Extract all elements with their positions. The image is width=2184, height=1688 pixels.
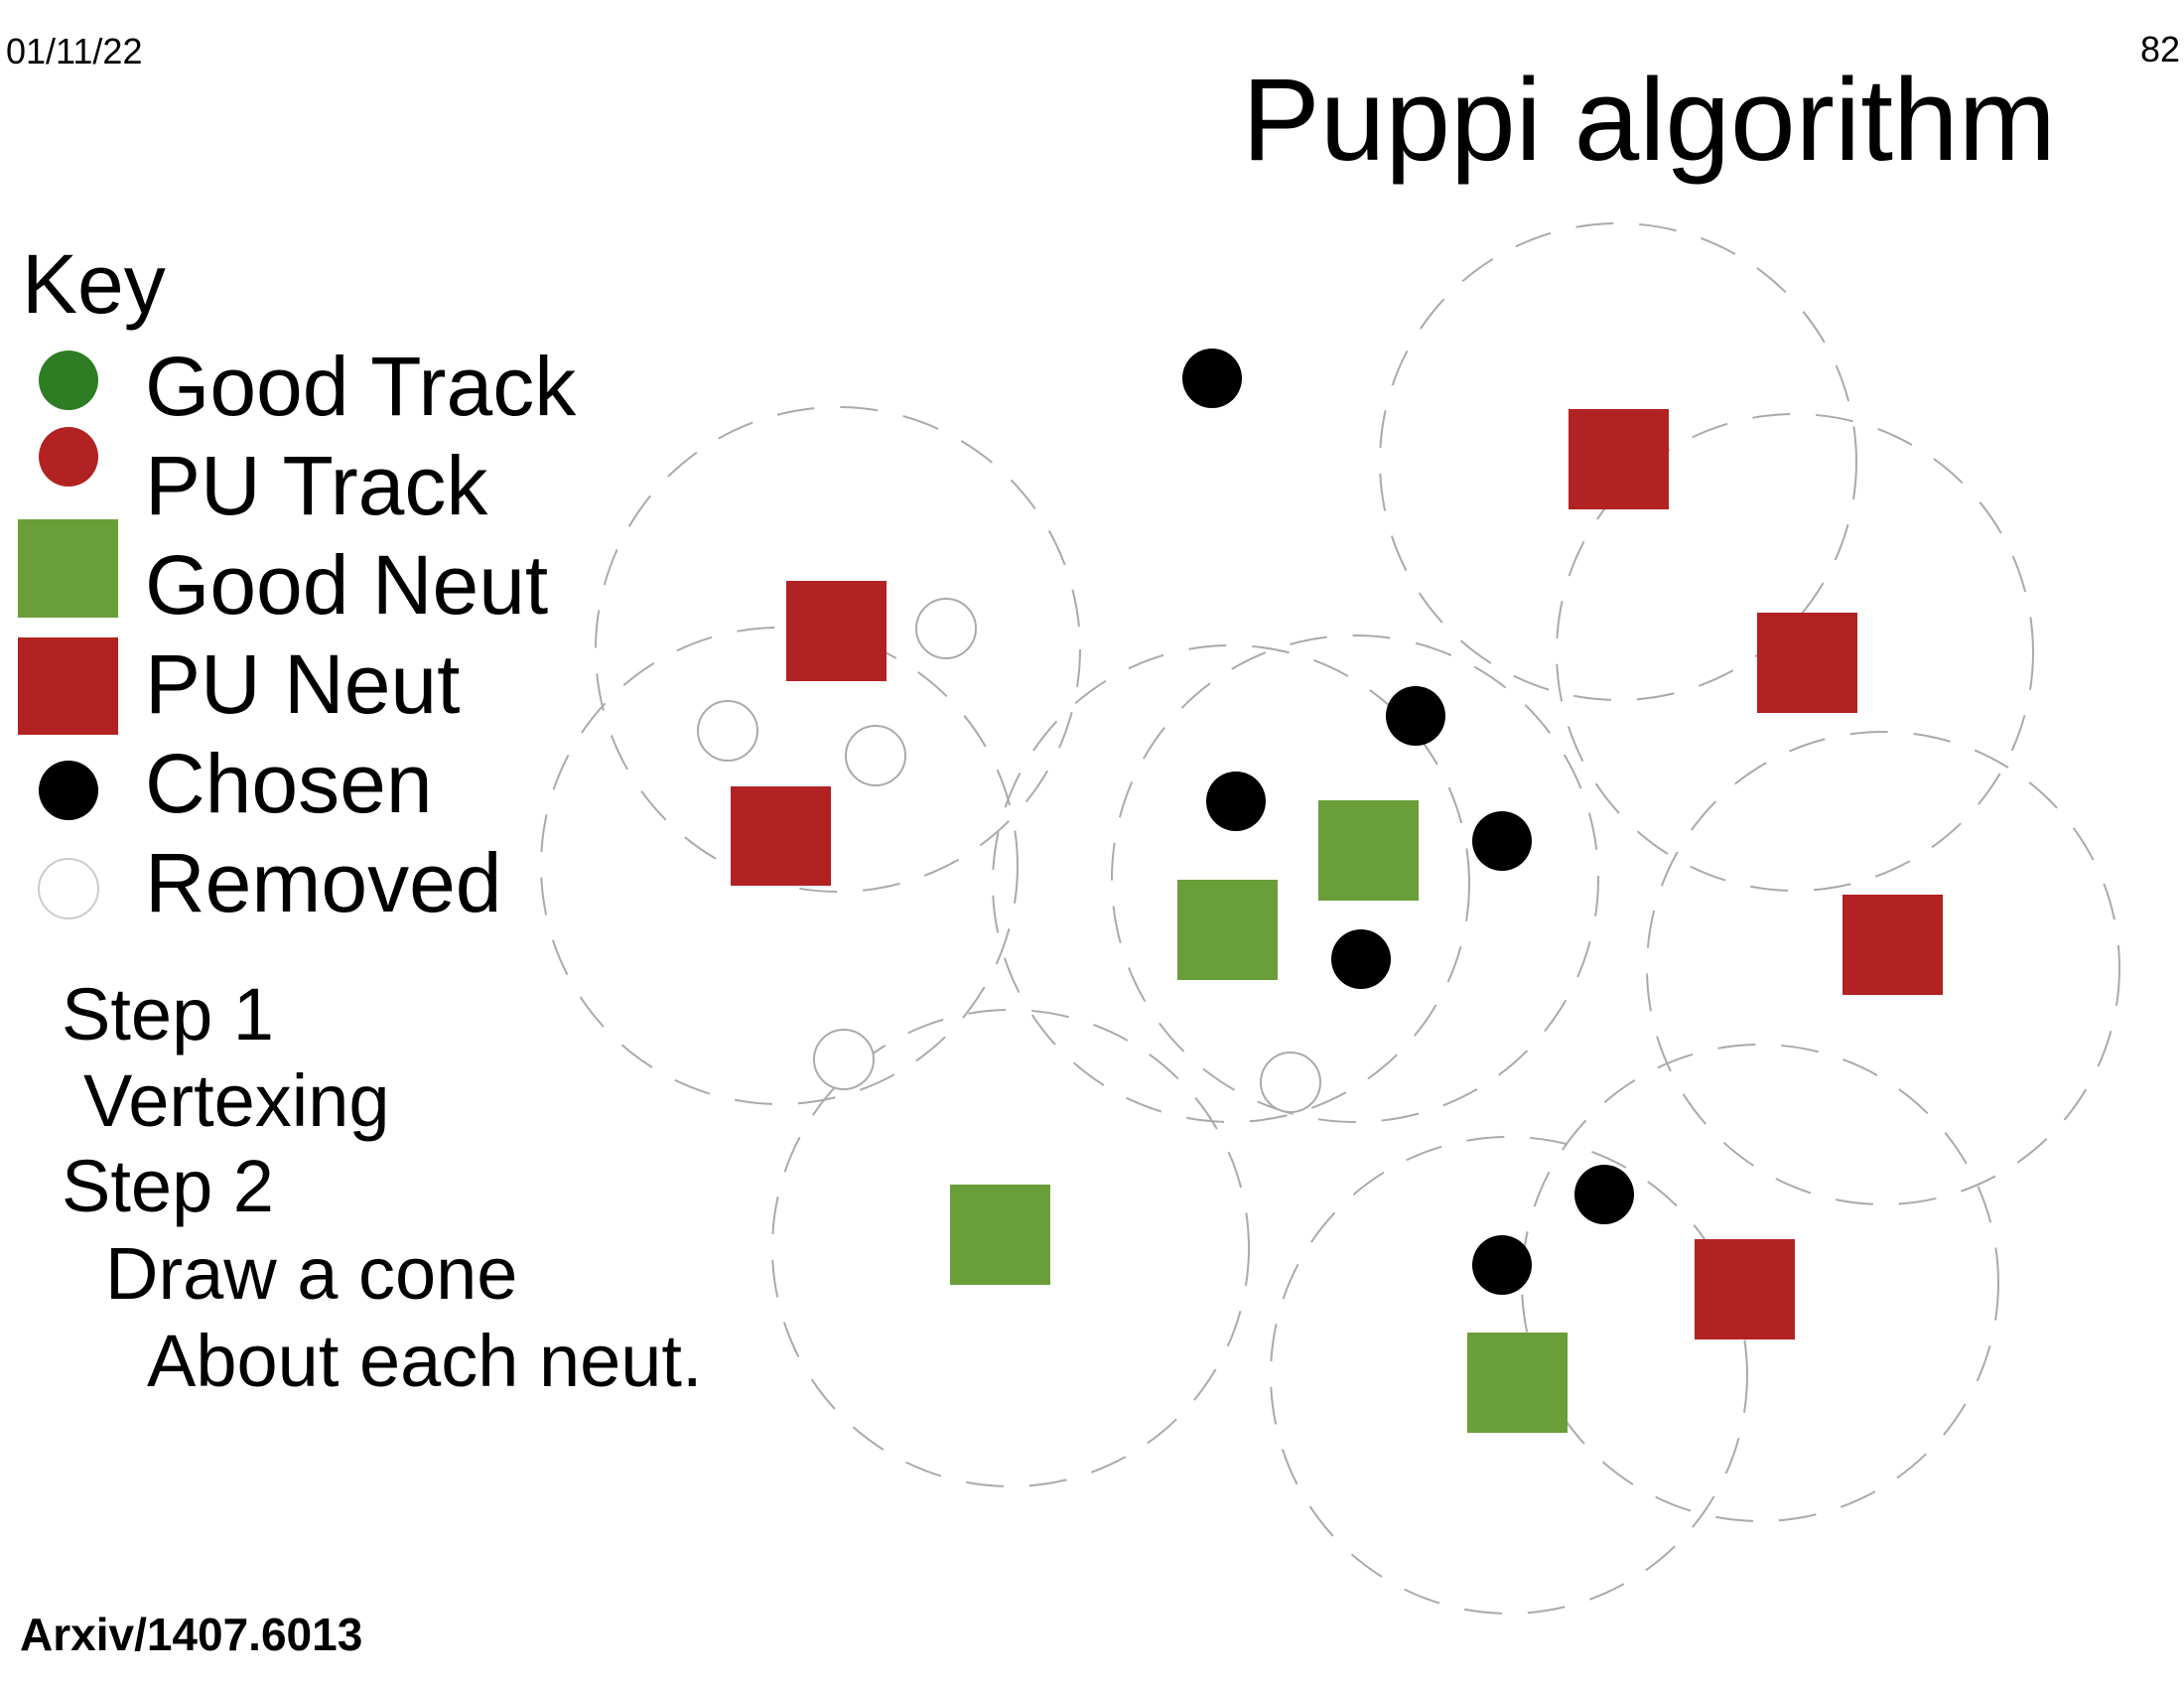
cone-circle	[595, 406, 1081, 893]
cones	[540, 222, 2120, 1615]
good-neut-square	[1177, 880, 1278, 980]
chosen-particle	[1472, 811, 1532, 871]
step2-description: Draw a cone	[105, 1232, 518, 1315]
cone-circle	[992, 644, 1470, 1123]
key-symbol-pu-track	[39, 427, 98, 487]
cone-circle	[1270, 1136, 1748, 1615]
step1-description: Vertexing	[83, 1059, 390, 1142]
cone-circle	[1646, 731, 2120, 1205]
key-symbol-good-neut	[18, 519, 118, 618]
good-neut-square	[1318, 800, 1419, 901]
key-label-chosen: Chosen	[145, 737, 433, 830]
step1-heading: Step 1	[62, 973, 274, 1055]
cone-circle	[1521, 1044, 1999, 1522]
key-label-removed: Removed	[145, 836, 502, 929]
slide-title: Puppi algorithm	[1242, 55, 2056, 186]
removed-particle	[697, 700, 758, 762]
key-label-pu-neut: PU Neut	[145, 637, 461, 731]
removed-particles	[697, 598, 1321, 1113]
good-neutrals	[950, 800, 1568, 1433]
key-label-good-track: Good Track	[145, 340, 577, 433]
good-neut-square	[950, 1185, 1050, 1285]
pu-neut-square	[731, 786, 831, 886]
page-number: 82	[2139, 29, 2180, 70]
pu-neut-square	[1757, 613, 1857, 713]
chosen-particles	[1182, 349, 1634, 1295]
removed-particle	[845, 725, 906, 786]
chosen-particle	[1182, 349, 1242, 408]
arxiv-reference: Arxiv/1407.6013	[20, 1609, 363, 1660]
cone-circle	[540, 627, 1019, 1105]
key-symbol-good-track	[39, 351, 98, 410]
pu-neutrals	[731, 409, 1943, 1339]
pu-neut-square	[1695, 1239, 1795, 1339]
pu-neut-square	[1569, 409, 1669, 509]
cone-circle	[1556, 413, 2034, 892]
chosen-particle	[1386, 686, 1445, 746]
key-label-good-neut: Good Neut	[145, 538, 549, 632]
good-neut-square	[1467, 1333, 1568, 1433]
key-symbol-pu-neut	[18, 637, 118, 735]
key-symbol-chosen	[39, 761, 98, 820]
removed-particle	[1260, 1052, 1321, 1113]
chosen-particle	[1472, 1235, 1532, 1295]
step2-description-continued: About each neut.	[147, 1320, 703, 1402]
step2-heading: Step 2	[62, 1145, 274, 1227]
key-symbol-removed	[38, 858, 99, 919]
pu-neut-square	[1843, 895, 1943, 995]
cone-circle	[771, 1009, 1250, 1487]
key-symbols	[18, 351, 118, 919]
chosen-particle	[1574, 1165, 1634, 1224]
removed-particle	[813, 1029, 875, 1090]
key-title: Key	[22, 237, 166, 331]
chosen-particle	[1206, 772, 1266, 831]
removed-particle	[915, 598, 977, 659]
cone-circle	[1379, 222, 1857, 701]
cone-circle	[1111, 634, 1599, 1123]
chosen-particle	[1331, 929, 1391, 989]
slide-date: 01/11/22	[6, 31, 143, 71]
pu-neut-square	[786, 581, 887, 681]
key-label-pu-track: PU Track	[145, 439, 488, 532]
